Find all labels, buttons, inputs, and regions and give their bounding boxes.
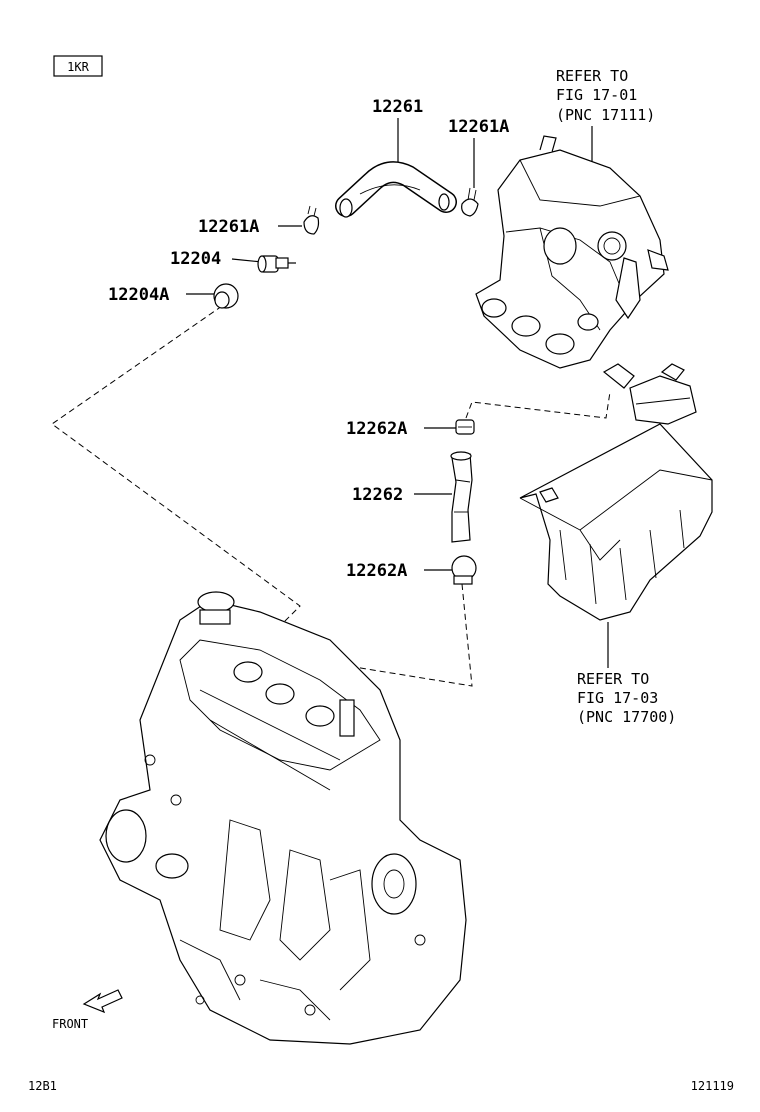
part-label-12261A-top: 12261A xyxy=(448,117,509,188)
engine-code-box: 1KR xyxy=(53,55,103,77)
dashed-connections xyxy=(51,305,611,706)
label-12261A-top: 12261A xyxy=(448,117,509,137)
front-indicator: FRONT xyxy=(52,989,123,1031)
front-arrow-icon xyxy=(82,989,123,1014)
part-label-12262A-bottom: 12262A xyxy=(346,561,454,581)
part-label-12261: 12261 xyxy=(372,97,423,168)
label-12204A: 12204A xyxy=(108,285,169,305)
part-label-12261A-left: 12261A xyxy=(198,217,302,237)
clamp-12261A-left xyxy=(303,205,320,235)
reference-air-cleaner: REFER TO FIG 17-03 (PNC 17700) xyxy=(577,622,676,726)
label-12262A-bottom: 12262A xyxy=(346,561,407,581)
ventilation-hose-12262 xyxy=(450,451,473,543)
part-label-12204: 12204 xyxy=(170,249,263,269)
clamp-12262A-top xyxy=(455,419,475,435)
part-label-12262A-top: 12262A xyxy=(346,419,456,439)
reference-intake-line3: (PNC 17111) xyxy=(556,106,655,124)
clamp-12261A-right xyxy=(461,187,479,217)
footer-right-code: 121119 xyxy=(691,1079,734,1093)
reference-air-line3: (PNC 17700) xyxy=(577,708,676,726)
pcv-valve-12204 xyxy=(257,255,296,273)
air-cleaner xyxy=(519,363,713,621)
engine-code: 1KR xyxy=(67,60,89,74)
reference-intake-line2: FIG 17-01 xyxy=(556,86,637,104)
part-label-12262: 12262 xyxy=(352,485,452,505)
label-12204: 12204 xyxy=(170,249,221,269)
label-12262A-top: 12262A xyxy=(346,419,407,439)
label-12261A-left: 12261A xyxy=(198,217,259,237)
clamp-12262A-bottom xyxy=(451,555,477,585)
front-label: FRONT xyxy=(52,1017,88,1031)
footer-left-code: 12B1 xyxy=(28,1079,57,1093)
reference-intake-manifold: REFER TO FIG 17-01 (PNC 17111) xyxy=(556,67,655,188)
grommet-12204A xyxy=(213,283,239,309)
part-label-12204A: 12204A xyxy=(108,285,214,305)
reference-air-line2: FIG 17-03 xyxy=(577,689,658,707)
engine-block xyxy=(99,591,467,1045)
pcv-hose-12261 xyxy=(335,161,457,218)
label-12262: 12262 xyxy=(352,485,403,505)
reference-air-line1: REFER TO xyxy=(577,670,649,688)
label-12261: 12261 xyxy=(372,97,423,117)
reference-intake-line1: REFER TO xyxy=(556,67,628,85)
intake-manifold xyxy=(475,135,669,369)
